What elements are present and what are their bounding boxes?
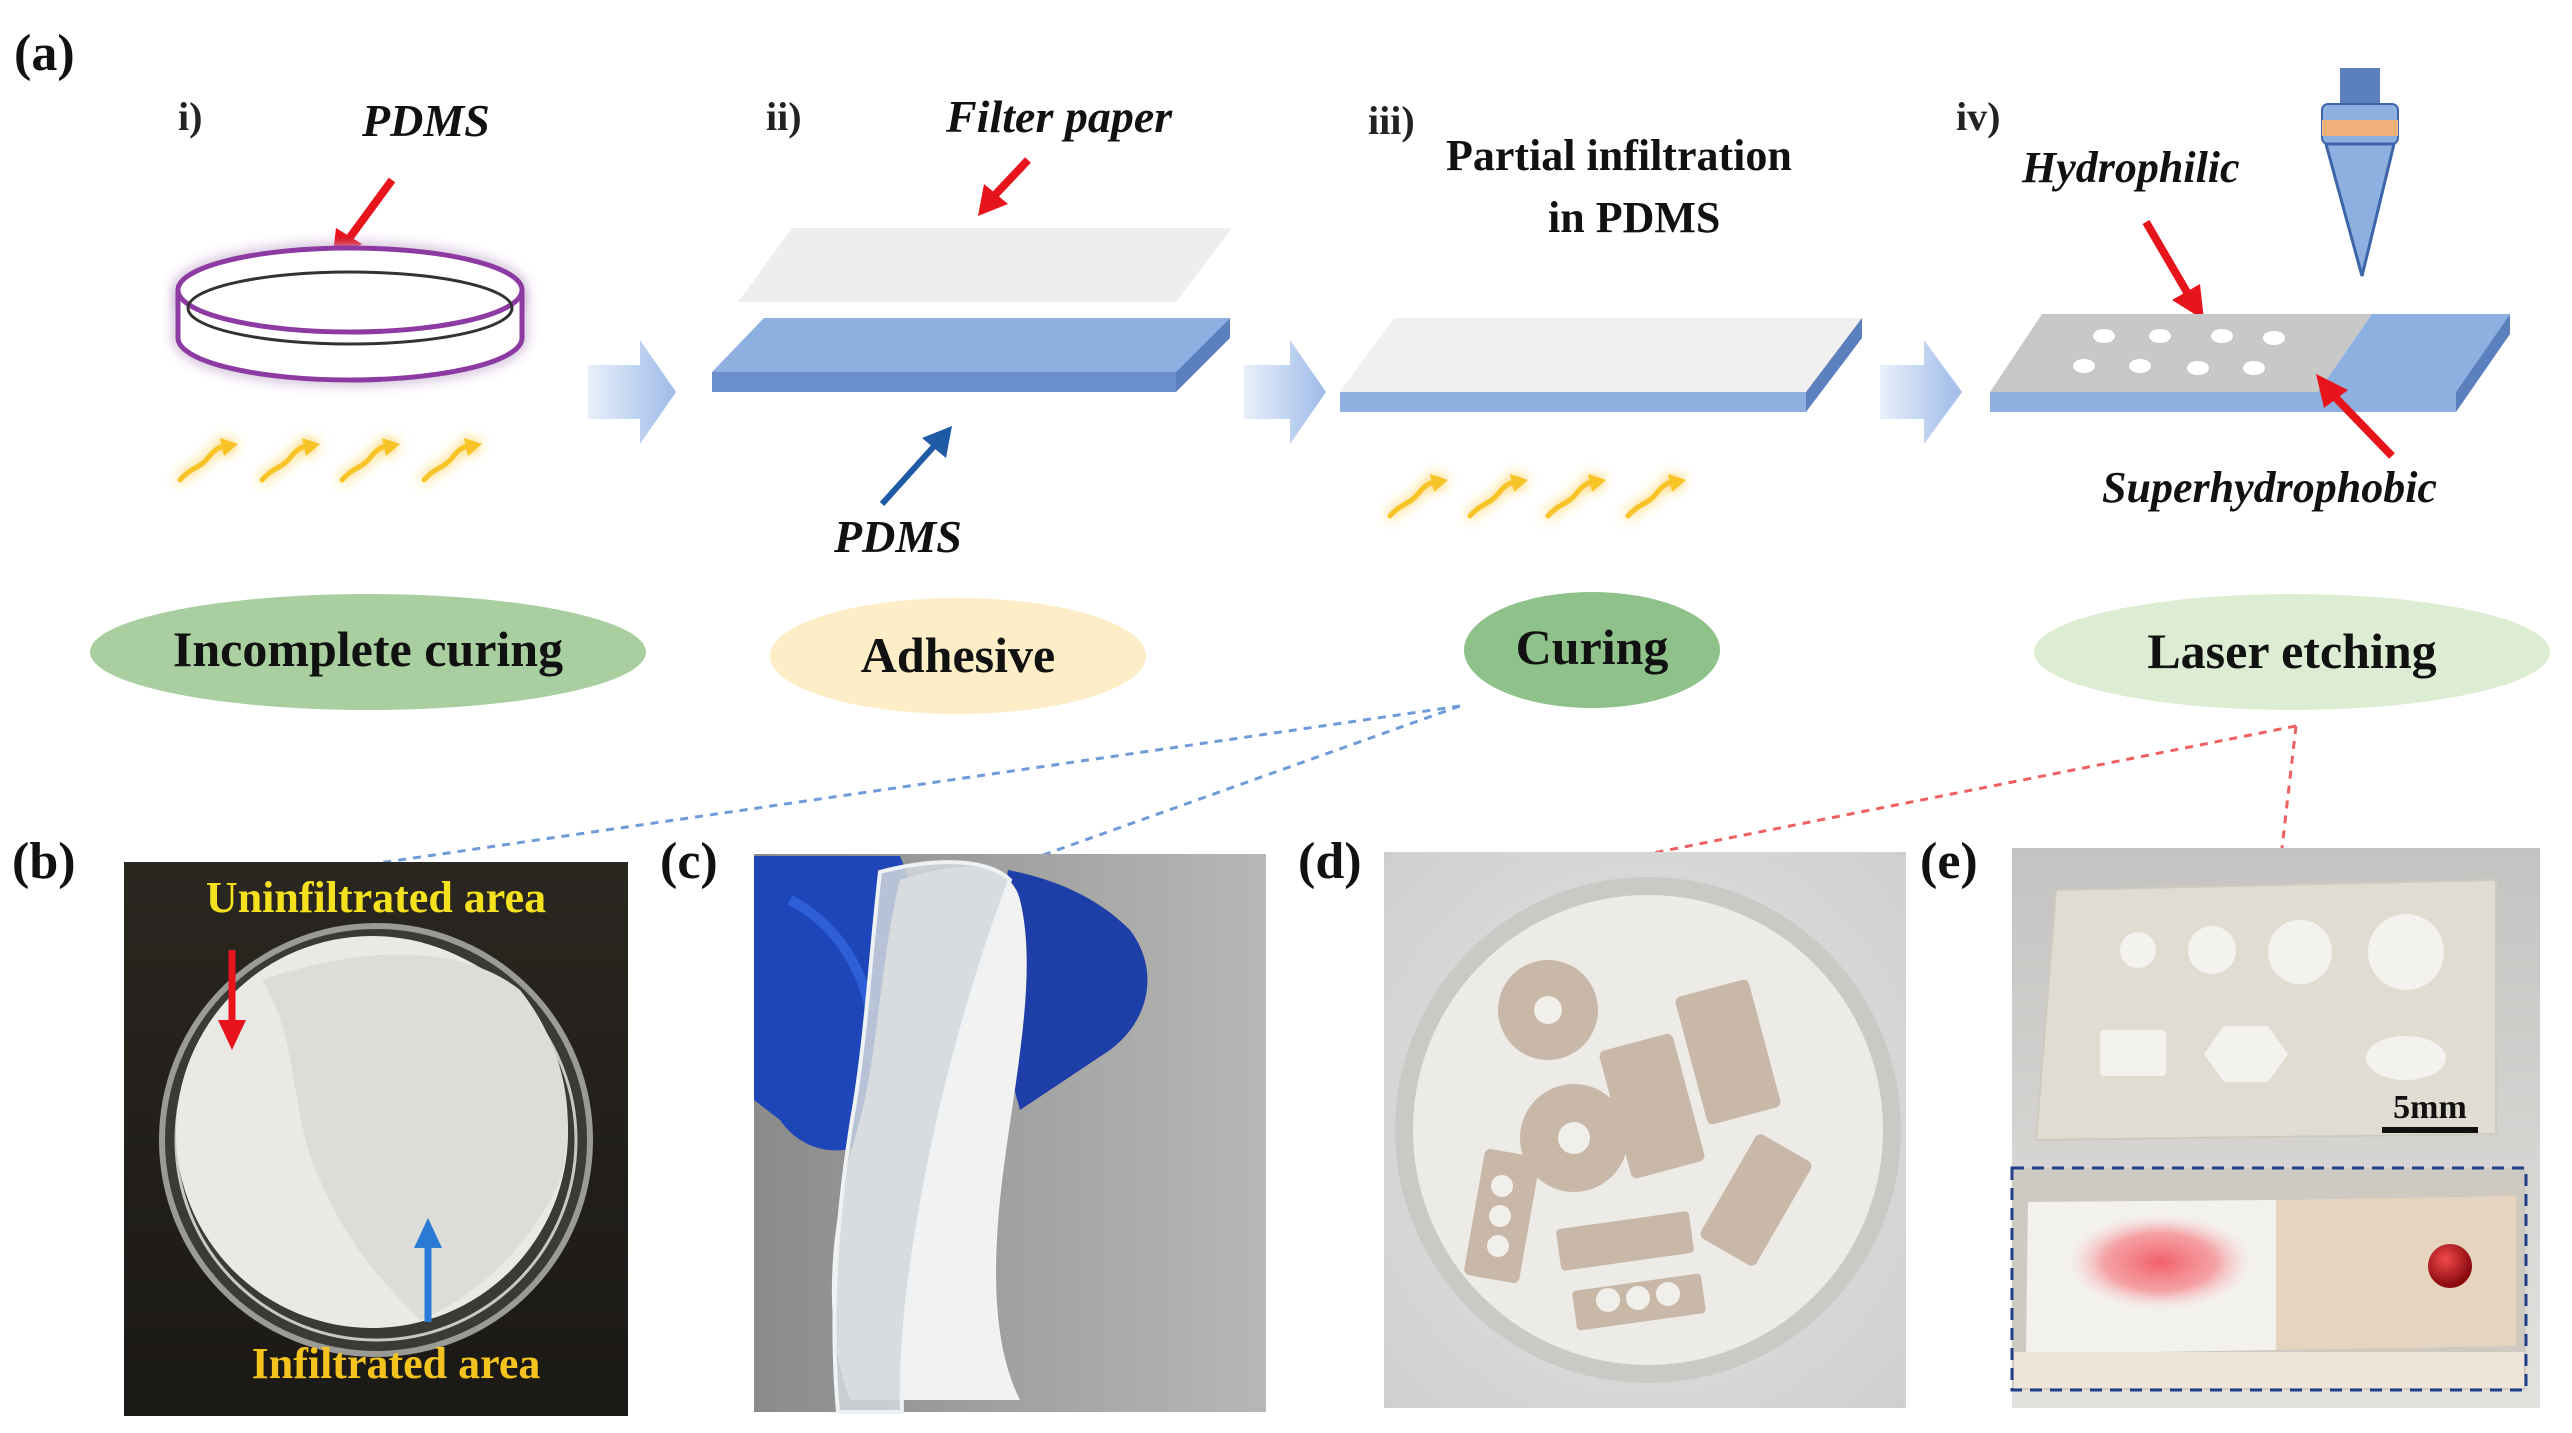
superhydrophobic-arrow-head [2316, 374, 2348, 408]
photo-b-dish [159, 923, 593, 1357]
pill-incomplete-curing-label: Incomplete curing [173, 621, 563, 677]
petri-dish-icon [175, 245, 525, 383]
pill-curing [1464, 592, 1720, 708]
heat-arrows-step3 [1390, 474, 1686, 516]
partial-infiltration-label-line2: in PDMS [1548, 193, 1720, 242]
step-number-1: i) [178, 94, 202, 139]
filter-paper-label: Filter paper [945, 91, 1173, 142]
filter-paper-arrow-line [991, 157, 1031, 199]
heat-arrows-step1 [180, 438, 482, 480]
step-number-3: iii) [1368, 98, 1415, 143]
hydrophilic-label: Hydrophilic [2021, 143, 2240, 192]
step-number-4: iv) [1956, 94, 2000, 139]
hydrophilic-spots [2073, 329, 2285, 375]
photo-c-pdms-film [832, 860, 1013, 1414]
superhydrophobic-label: Superhydrophobic [2102, 463, 2437, 512]
panel-label-b: (b) [12, 833, 76, 890]
filter-paper-arrow-head [978, 184, 1008, 216]
connector-laser-to-d [1647, 724, 2297, 856]
superhydrophobic-arrow-line [2331, 393, 2395, 459]
connector-curing-to-b [371, 704, 1461, 866]
process-arrow-1 [588, 340, 676, 444]
panel-label-c: (c) [660, 833, 718, 890]
pill-curing-label: Curing [1516, 619, 1669, 675]
photo-d-holes [1487, 996, 1680, 1312]
process-arrow-3 [1880, 340, 1962, 444]
hydrophilic-arrow-line [2142, 219, 2192, 297]
process-arrow-2 [1244, 340, 1326, 444]
photo-e-inset-floor [2014, 1352, 2524, 1388]
pill-adhesive [770, 598, 1146, 714]
panel-label-e: (e) [1920, 833, 1978, 890]
scale-bar-label: 5mm [2393, 1089, 2467, 1126]
filter-paper-sheet [738, 228, 1232, 302]
uninfiltrated-area-label: Uninfiltrated area [206, 873, 546, 922]
hydrophilic-arrow-head [2172, 284, 2204, 320]
partial-infiltration-label-line1: Partial infiltration [1446, 131, 1792, 180]
panel-label-d: (d) [1298, 833, 1362, 890]
step2-pdms-label: PDMS [833, 511, 962, 562]
connector-laser-to-e [2280, 725, 2298, 849]
panel-label-a: (a) [14, 25, 75, 82]
photo-e-inset-pdms [2276, 1196, 2516, 1350]
step2-pdms-arrow-line [879, 441, 939, 507]
step-number-2: ii) [766, 94, 802, 139]
infiltrated-area-label: Infiltrated area [252, 1339, 541, 1388]
infiltrated-slab-step3 [1340, 318, 1862, 412]
photo-e-etched-shapes [2100, 914, 2446, 1082]
photo-c-glove-right [990, 870, 1148, 1110]
pdms-slab-step2 [712, 318, 1230, 392]
step1-pdms-label: PDMS [361, 95, 490, 146]
photo-e-pink-stain [2068, 1214, 2252, 1310]
photo-b-blue-arrow-head [414, 1218, 442, 1248]
photo-e-water-droplet [2428, 1244, 2472, 1288]
step2-pdms-arrow-head [922, 426, 952, 458]
step1-red-arrow-line [344, 177, 396, 243]
pill-adhesive-label: Adhesive [861, 627, 1055, 683]
connector-curing-to-c [1017, 704, 1461, 866]
pill-laser-etching-label: Laser etching [2147, 623, 2436, 679]
pill-laser-etching [2034, 594, 2550, 710]
photo-b-red-arrow-head [218, 1020, 246, 1050]
laser-head-icon [2321, 68, 2399, 277]
pill-incomplete-curing [90, 594, 646, 710]
